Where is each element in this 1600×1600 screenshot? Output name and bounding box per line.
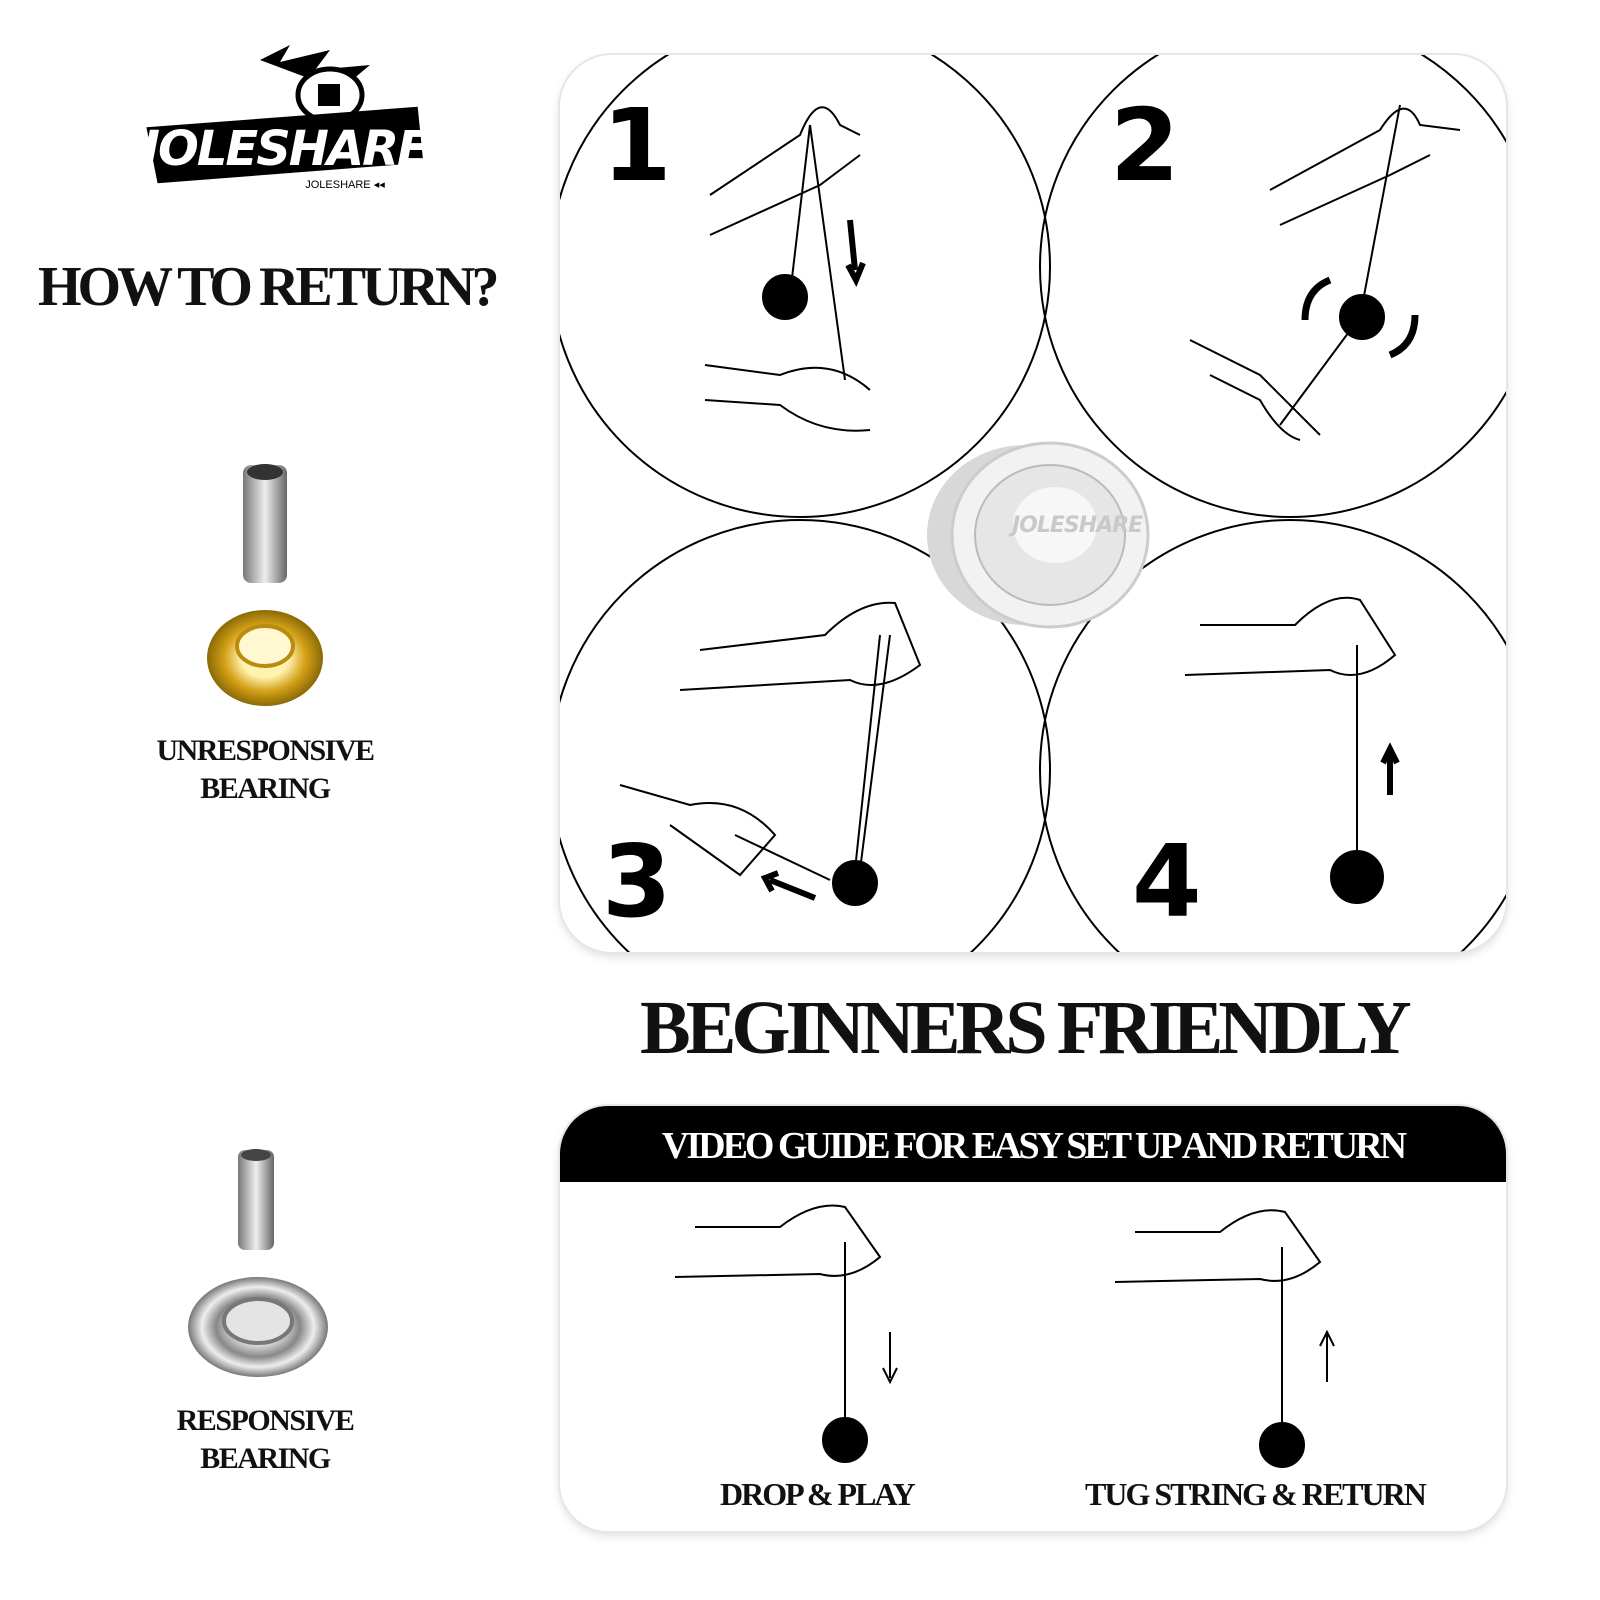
step-number-3: 3 [602,823,672,940]
step1-drawing [704,106,871,432]
label-line: UNRESPONSIVE [156,734,375,767]
step-circle [1039,55,1506,518]
caption-drop-play: DROP & PLAY [720,1476,916,1512]
step2-drawing [1189,104,1461,441]
responsive-bearing-image [188,1149,328,1377]
label-line: BEARING [200,1442,331,1475]
unresponsive-bearing-label: UNRESPONSIVE BEARING [115,732,415,808]
step-circle [1039,519,1506,952]
label-line: RESPONSIVE [176,1404,355,1437]
steps-illustration [560,55,1506,952]
video-guide-panel: VIDEO GUIDE FOR EASY SET UP AND RETURN D… [560,1106,1506,1531]
product-yoyo-image [927,441,1150,629]
how-to-return-heading: HOW TO RETURN? [38,256,499,318]
tug-return-drawing [1114,1209,1335,1468]
label-line: BEARING [200,772,331,805]
step-number-1: 1 [602,87,672,204]
step-number-4: 4 [1132,823,1202,940]
responsive-bearing-label: RESPONSIVE BEARING [115,1402,415,1478]
joleshare-logo: JOLESHARE JOLESHARE ◂◂ [140,45,430,191]
yoyo-engraving: JOLESHARE [1012,513,1143,538]
video-guide-title: VIDEO GUIDE FOR EASY SET UP AND RETURN [560,1106,1506,1182]
step3-drawing [619,601,922,906]
return-steps-panel: 1 2 3 4 JOLESHARE [560,55,1506,952]
video-guide-illustration [674,1204,1335,1468]
step-circle [560,519,1051,952]
unresponsive-bearing-image [207,464,323,706]
step-number-2: 2 [1110,87,1180,204]
logo-subtext: JOLESHARE ◂◂ [305,179,385,191]
caption-tug-return: TUG STRING & RETURN [1085,1476,1427,1512]
step-circle [560,55,1051,518]
drop-play-drawing [674,1204,898,1463]
beginners-friendly-headline: BEGINNERS FRIENDLY [640,986,1412,1070]
logo-wordmark: JOLESHARE [140,121,430,177]
step4-drawing [1184,596,1400,904]
